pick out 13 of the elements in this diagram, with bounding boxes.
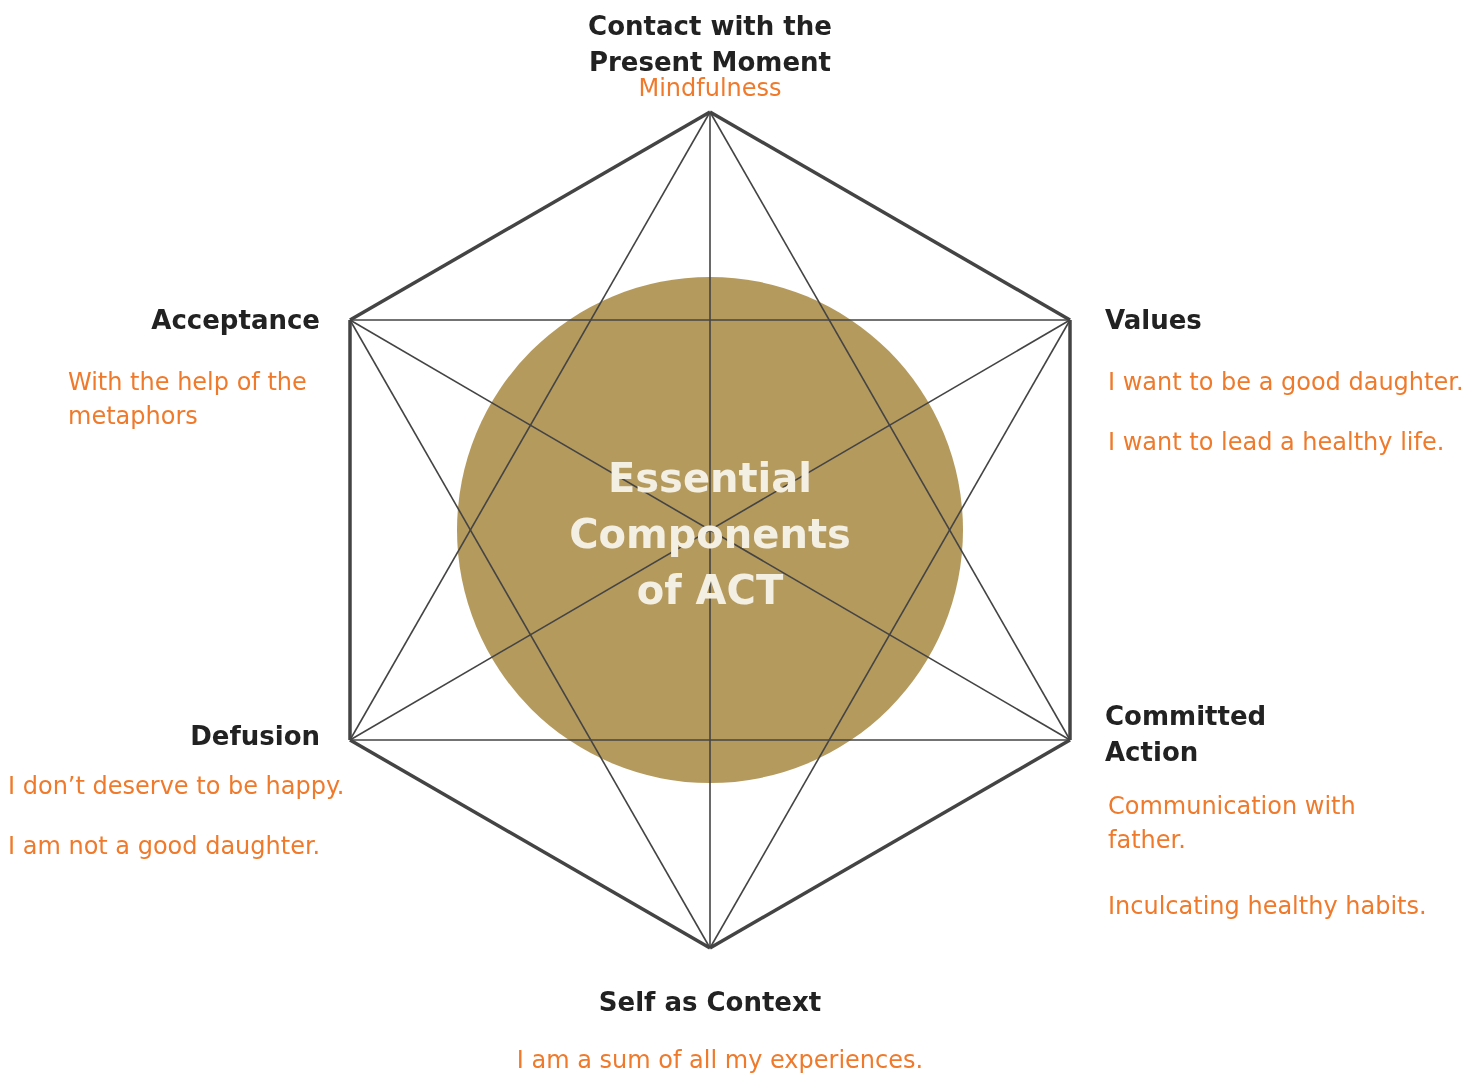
- vertex-label: Committed Action: [1105, 700, 1268, 770]
- vertex-label: Acceptance: [150, 304, 320, 337]
- example-note: I am not a good daughter.: [8, 831, 322, 862]
- vertex-label: Self as Context: [597, 986, 823, 1019]
- example-note: I want to be a good daughter.: [1108, 367, 1465, 398]
- example-note: I am a sum of all my experiences.: [515, 1045, 925, 1076]
- vertex-label: Defusion: [189, 720, 320, 753]
- example-note: Inculcating healthy habits.: [1108, 891, 1428, 922]
- vertex-label: Values: [1105, 304, 1203, 337]
- example-note: I don’t deserve to be happy.: [8, 771, 346, 802]
- example-note: I want to lead a healthy life.: [1108, 427, 1446, 458]
- example-note: Communication with father.: [1108, 791, 1357, 856]
- example-note: With the help of the metaphors: [68, 367, 308, 432]
